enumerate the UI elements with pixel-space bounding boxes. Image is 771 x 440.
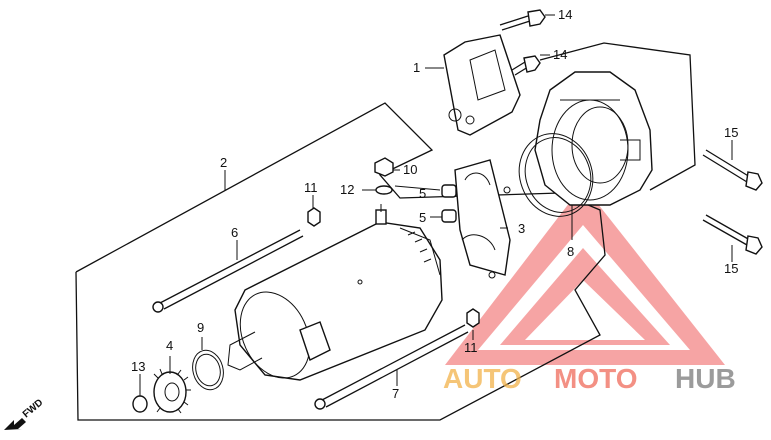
- o-ring-small-inner: [195, 353, 221, 387]
- forward-label: FWD: [21, 397, 46, 420]
- bracket-part: [443, 34, 521, 136]
- callout-14-upper: 14: [558, 7, 572, 22]
- bolt-15-lower: [702, 214, 763, 255]
- callout-8: 8: [567, 244, 574, 259]
- washer-part: [375, 185, 393, 195]
- brush-holder-part: [454, 159, 511, 279]
- o-ring-large-inner: [524, 137, 592, 213]
- nut-part: [374, 157, 394, 177]
- callout-9: 9: [197, 320, 204, 335]
- brush-upper: [441, 184, 457, 198]
- forward-arrow-icon: FWD: [4, 397, 45, 430]
- callout-15-lower: 15: [724, 261, 738, 276]
- callout-5-upper: 5: [419, 186, 426, 201]
- callout-7: 7: [392, 386, 399, 401]
- cover-outline: [539, 42, 696, 191]
- callout-11-lower: 11: [464, 340, 478, 355]
- cover-housing-part: [534, 71, 653, 206]
- callout-15-upper: 15: [724, 125, 738, 140]
- callout-13: 13: [131, 359, 145, 374]
- small-nut-upper: [307, 207, 321, 227]
- long-bolt-upper: [152, 229, 304, 313]
- callout-5-lower: 5: [419, 210, 426, 225]
- callout-10: 10: [403, 162, 417, 177]
- watermark-hub: HUB: [675, 363, 736, 394]
- leader-lines: [139, 14, 733, 396]
- long-bolt-lower: [314, 324, 469, 410]
- brush-lower: [441, 209, 457, 223]
- callout-3: 3: [518, 221, 525, 236]
- callout-6: 6: [231, 225, 238, 240]
- bolt-14-upper: [499, 9, 546, 31]
- watermark-moto: MOTO: [554, 363, 637, 394]
- bolt-14-lower: [511, 55, 541, 76]
- watermark-auto: AUTO: [443, 363, 522, 394]
- circlip-part: [132, 395, 148, 413]
- bolt-15-upper: [702, 149, 763, 191]
- callout-12: 12: [340, 182, 354, 197]
- starter-motor-body: [227, 204, 443, 381]
- assembly-outline: [75, 102, 606, 421]
- small-nut-lower: [466, 308, 480, 328]
- o-ring-small: [192, 349, 224, 391]
- o-ring-large: [518, 133, 594, 217]
- callout-14-lower: 14: [553, 47, 567, 62]
- gear-part: [153, 367, 191, 414]
- callout-11-upper: 11: [304, 180, 318, 195]
- callout-4: 4: [166, 338, 173, 353]
- callout-2: 2: [220, 155, 227, 170]
- watermark-logo: [445, 185, 725, 365]
- watermark-text: AUTO MOTO HUB: [443, 363, 736, 394]
- callout-1: 1: [413, 60, 420, 75]
